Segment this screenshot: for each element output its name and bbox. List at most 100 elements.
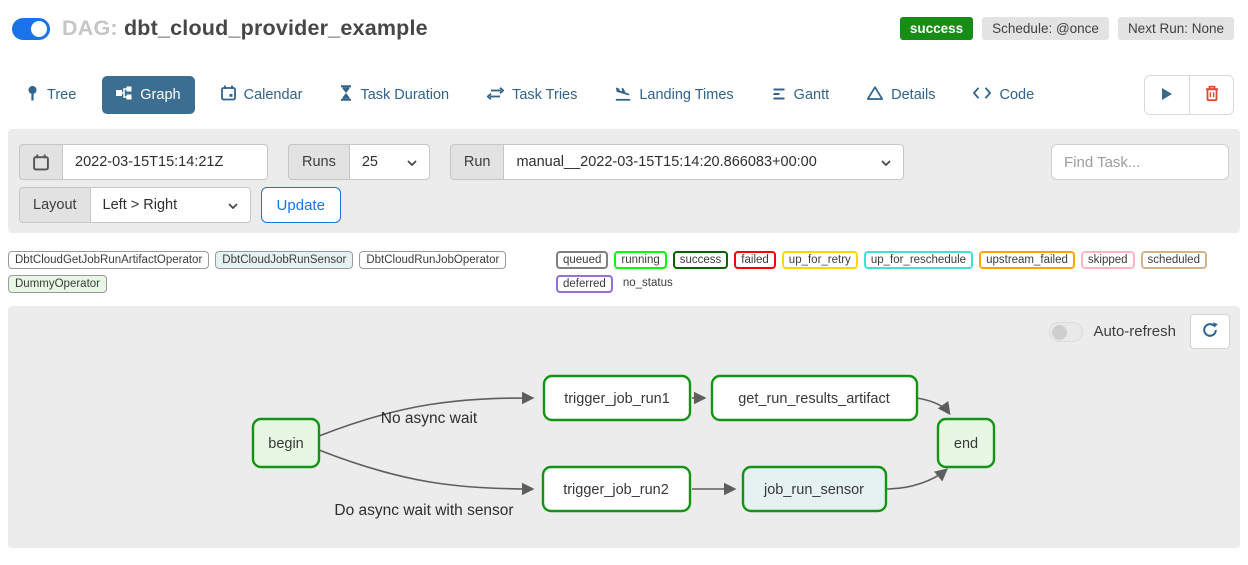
play-icon (1161, 87, 1173, 104)
runs-label: Runs (288, 144, 350, 180)
edge-begin-trigger2 (318, 449, 535, 496)
tree-icon (26, 85, 39, 105)
chevron-down-icon (227, 197, 238, 213)
layout-select[interactable]: Left > Right (90, 187, 251, 223)
runs-group: Runs 25 (288, 144, 430, 180)
legend: DbtCloudGetJobRunArtifactOperator DbtClo… (8, 251, 1240, 293)
code-icon (973, 87, 992, 103)
trash-icon (1205, 85, 1219, 105)
auto-refresh-toggle[interactable] (1049, 321, 1084, 342)
find-task-input[interactable] (1051, 144, 1229, 180)
dag-node-get-run-results-artifact[interactable]: get_run_results_artifact (710, 374, 919, 422)
tab-label: Task Duration (360, 87, 450, 103)
tab-label: Tree (47, 87, 77, 103)
run-select[interactable]: manual__2022-03-15T15:14:20.866083+00:00 (504, 144, 905, 180)
layout-value: Left > Right (102, 197, 178, 213)
chevron-down-icon (407, 154, 417, 170)
auto-refresh-label: Auto-refresh (1093, 323, 1176, 340)
tab-calendar[interactable]: Calendar (209, 75, 315, 115)
dag-name: dbt_cloud_provider_example (123, 16, 428, 40)
tab-label: Landing Times (639, 87, 734, 103)
schedule-badge: Schedule: @once (982, 17, 1109, 40)
dag-node-trigger-job-run2[interactable]: trigger_job_run2 (541, 465, 692, 513)
dag-node-job-run-sensor[interactable]: job_run_sensor (741, 465, 888, 513)
base-date-group (19, 144, 268, 180)
tab-landing-times[interactable]: Landing Times (603, 76, 745, 115)
legend-operator: DummyOperator (8, 275, 107, 293)
dag-prefix: DAG: (62, 16, 118, 40)
hourglass-icon (340, 85, 352, 105)
toggle-knob (1052, 324, 1068, 340)
plane-landing-icon (615, 86, 631, 105)
chevron-down-icon (881, 154, 892, 170)
legend-state-running: running (614, 251, 667, 269)
tab-task-duration[interactable]: Task Duration (328, 75, 461, 115)
legend-operator: DbtCloudRunJobOperator (359, 251, 507, 269)
tab-label: Calendar (243, 87, 303, 103)
state-legend: queued running success failed up_for_ret… (556, 251, 1240, 293)
edge-sensor-end (885, 468, 948, 490)
legend-state-success: success (672, 251, 729, 269)
dag-node-end[interactable]: end (936, 417, 996, 469)
header-badges: success Schedule: @once Next Run: None (899, 17, 1234, 40)
legend-state-skipped: skipped (1080, 251, 1135, 269)
graph-icon (116, 86, 132, 104)
tab-gantt[interactable]: Gantt (760, 77, 841, 114)
tab-tree[interactable]: Tree (14, 75, 88, 115)
legend-state-up-for-reschedule: up_for_reschedule (863, 251, 974, 269)
toggle-knob (31, 20, 47, 37)
calendar-icon (220, 85, 236, 105)
refresh-icon (1202, 322, 1218, 341)
filter-panel: Runs 25 Run manual__2022-03-15T15:14:20.… (8, 129, 1240, 233)
edge-artifact-end (916, 397, 951, 416)
layout-group: Layout Left > Right (19, 187, 251, 223)
refresh-button[interactable] (1190, 314, 1230, 349)
runs-select[interactable]: 25 (349, 144, 430, 180)
legend-state-deferred: deferred (556, 275, 613, 293)
legend-state-no-status: no_status (622, 277, 673, 289)
graph-controls: Auto-refresh (1049, 314, 1230, 349)
calendar-addon-icon (19, 144, 63, 180)
page-title: DAG: dbt_cloud_provider_example (62, 16, 428, 41)
base-date-input[interactable] (75, 154, 255, 170)
layout-label: Layout (19, 187, 91, 223)
dag-node-begin[interactable]: begin (251, 417, 321, 469)
tab-task-tries[interactable]: Task Tries (475, 77, 589, 114)
legend-state-upstream-failed: upstream_failed (979, 251, 1075, 269)
dag-header: DAG: dbt_cloud_provider_example success … (0, 0, 1248, 41)
legend-state-queued: queued (556, 251, 609, 269)
tab-code[interactable]: Code (961, 77, 1046, 113)
tab-label: Gantt (793, 87, 830, 103)
next-run-badge: Next Run: None (1117, 17, 1234, 40)
run-label: Run (449, 144, 505, 180)
tab-label: Code (999, 87, 1035, 103)
tab-details[interactable]: Details (855, 76, 947, 114)
dag-actions (1144, 75, 1234, 115)
tab-label: Graph (140, 87, 181, 103)
triangle-icon (867, 86, 884, 104)
status-badge: success (899, 17, 974, 40)
runs-value: 25 (361, 154, 378, 170)
tab-label: Task Tries (512, 87, 578, 103)
operator-legend: DbtCloudGetJobRunArtifactOperator DbtClo… (8, 251, 548, 293)
edge-label-do-async: Do async wait with sensor (334, 502, 513, 519)
repeat-icon (486, 86, 505, 104)
graph-panel: Auto-refresh No async wait Do async wait… (8, 306, 1240, 548)
tab-graph[interactable]: Graph (102, 76, 195, 114)
legend-operator: DbtCloudGetJobRunArtifactOperator (8, 251, 210, 269)
edge-begin-trigger1 (318, 391, 535, 437)
tab-label: Details (891, 87, 936, 103)
run-value: manual__2022-03-15T15:14:20.866083+00:00 (516, 154, 817, 170)
run-group: Run manual__2022-03-15T15:14:20.866083+0… (449, 144, 905, 180)
dag-pause-toggle[interactable] (12, 17, 50, 40)
trigger-dag-button[interactable] (1145, 76, 1189, 114)
gantt-icon (772, 87, 786, 104)
delete-dag-button[interactable] (1189, 76, 1233, 114)
legend-state-up-for-retry: up_for_retry (781, 251, 858, 269)
legend-state-scheduled: scheduled (1140, 251, 1207, 269)
dag-node-trigger-job-run1[interactable]: trigger_job_run1 (542, 374, 692, 422)
legend-operator: DbtCloudJobRunSensor (215, 251, 354, 269)
update-button[interactable]: Update (260, 187, 341, 223)
legend-state-failed: failed (734, 251, 776, 269)
edge-label-no-async: No async wait (381, 410, 478, 427)
